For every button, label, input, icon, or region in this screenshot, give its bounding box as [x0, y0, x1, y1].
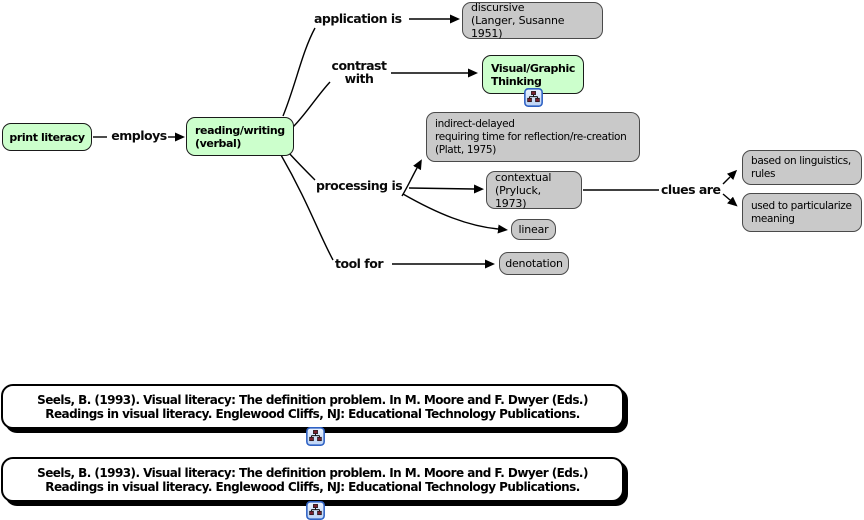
concept-node-linear[interactable]: linear [511, 219, 556, 240]
concept-node-indirect-delayed[interactable]: indirect-delayed requiring time for refl… [426, 112, 640, 162]
concept-node-discursive[interactable]: discursive (Langer, Susanne 1951) [462, 1, 603, 40]
cmap-resource-icon[interactable] [306, 501, 325, 520]
concept-node-visual-graphic-thinking[interactable]: Visual/Graphic Thinking [482, 55, 584, 94]
linking-phrase-clues-are[interactable]: clues are [661, 182, 721, 197]
concept-node-denotation[interactable]: denotation [499, 252, 569, 275]
linking-phrase-application-is[interactable]: application is [314, 11, 402, 26]
concept-node-contextual[interactable]: contextual (Pryluck, 1973) [486, 171, 582, 210]
linking-phrase-employs[interactable]: employs [111, 128, 167, 143]
concept-node-used-to-particularize[interactable]: used to particularize meaning [742, 193, 862, 232]
concept-node-print-literacy[interactable]: print literacy [2, 123, 92, 151]
cmap-resource-icon[interactable] [306, 427, 325, 446]
linking-phrase-tool-for[interactable]: tool for [335, 256, 383, 271]
concept-node-reading-writing[interactable]: reading/writing (verbal) [186, 117, 294, 156]
citation-node-1[interactable]: Seels, B. (1993). Visual literacy: The d… [1, 384, 624, 429]
citation-node-2[interactable]: Seels, B. (1993). Visual literacy: The d… [1, 457, 624, 502]
linking-phrase-contrast-with[interactable]: contrast with [331, 58, 387, 86]
linking-phrase-processing-is[interactable]: processing is [316, 178, 403, 193]
cmap-resource-icon[interactable] [524, 88, 543, 107]
concept-node-based-on-linguistics[interactable]: based on linguistics, rules [742, 150, 862, 185]
